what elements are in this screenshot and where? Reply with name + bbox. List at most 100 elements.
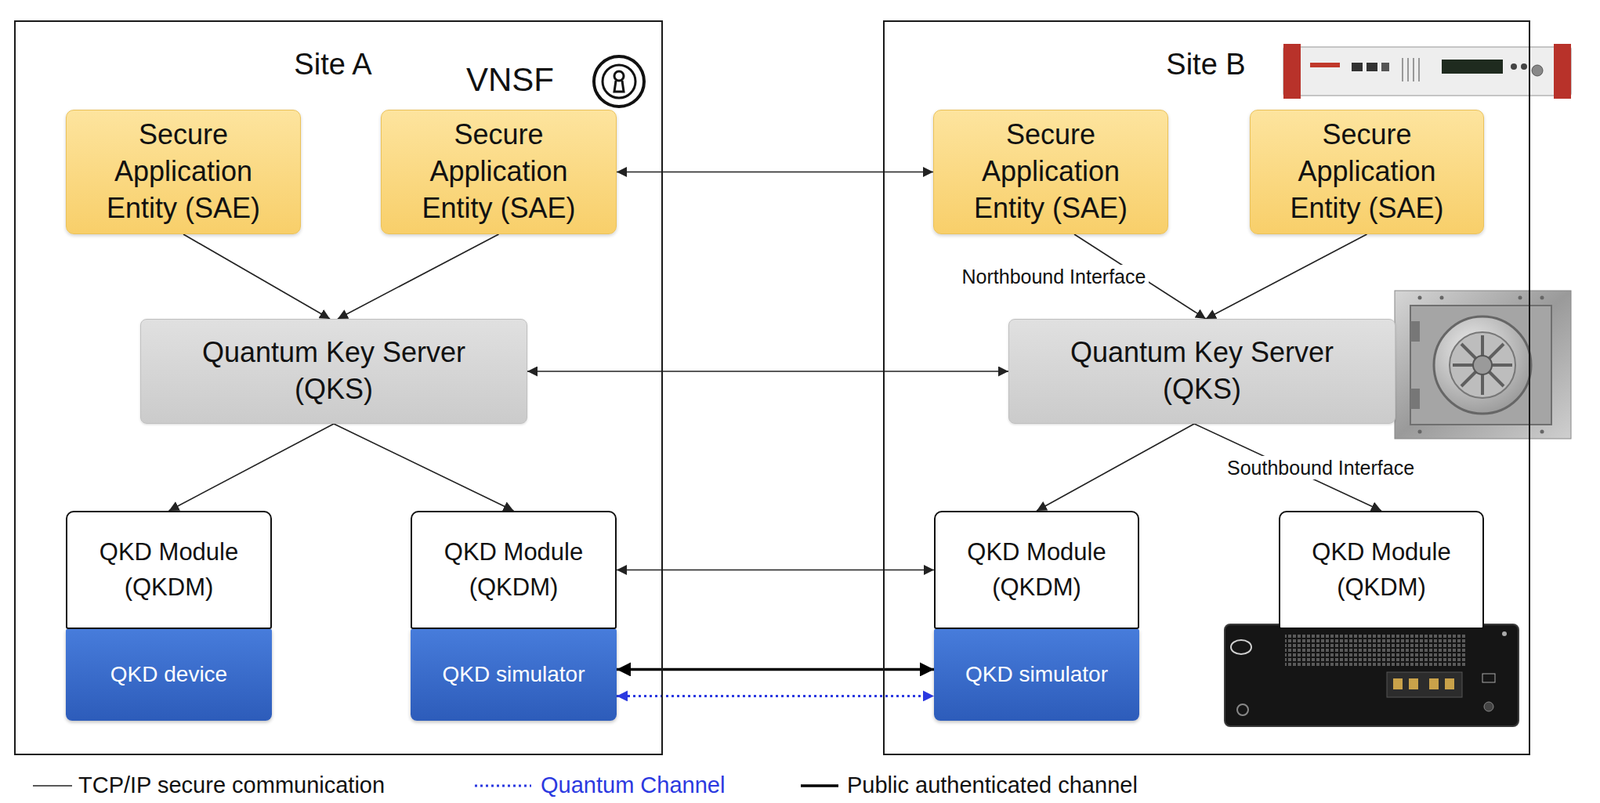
box-label: Secure Application Entity (SAE) [964, 116, 1137, 227]
qkd-hardware-picture-part [1386, 672, 1463, 698]
rack-server-picture-part [1553, 43, 1572, 99]
vault-picture-part [1410, 321, 1420, 342]
rack-server-picture-part [1402, 57, 1420, 82]
module-box: QKD Module (QKDM) [1278, 510, 1485, 630]
box-label: Secure Application Entity (SAE) [1281, 116, 1454, 227]
site-title: Site B [1165, 47, 1246, 84]
rack-server-picture-part [1366, 62, 1378, 72]
vault-picture-part [1452, 335, 1513, 395]
vnsf-keyhole-icon-part [602, 65, 636, 98]
box-label: Quantum Key Server (QKS) [192, 334, 475, 409]
vault-picture-part [1473, 355, 1492, 375]
application-box: Secure Application Entity (SAE) [933, 109, 1169, 235]
vnsf-keyhole-icon-part [593, 56, 645, 107]
vault-picture-part [1433, 316, 1532, 414]
vault-picture-part [1410, 388, 1420, 410]
tcp-connector [616, 569, 934, 572]
site-region: Site B Secure Application Entity (SAE) Sec… [883, 20, 1531, 756]
rack-server-picture-part [1283, 47, 1572, 96]
vault-picture-part [1410, 305, 1552, 425]
rack-server-picture-part [1510, 63, 1517, 70]
legend-text-holder: Public authenticated channel [847, 772, 1138, 799]
device-box: QKD simulator [410, 629, 617, 721]
tcp-connector [527, 370, 1009, 373]
rack-server-picture-part [1351, 62, 1363, 72]
interface-label-holder: Southbound Interface [1223, 456, 1418, 480]
qkd-hardware-picture-part [1224, 624, 1519, 727]
vault-picture-part [1418, 296, 1423, 301]
vnsf-keyhole-icon-part [614, 71, 624, 81]
rack-server-picture-part [1441, 59, 1503, 74]
public-channel-line [616, 668, 934, 672]
tcp-connector [169, 423, 335, 511]
device-box: QKD device [65, 629, 272, 721]
legend-line-sample [800, 784, 839, 788]
key-server-box: Quantum Key Server (QKS) [1008, 318, 1396, 424]
vault-picture-part [1449, 332, 1516, 399]
tcp-connector [1205, 234, 1368, 319]
box-label: QKD simulator [965, 660, 1108, 689]
rack-server-picture-part [1520, 63, 1528, 70]
vnsf-label-holder: VNSF [466, 60, 554, 100]
box-label: Secure Application Entity (SAE) [97, 116, 270, 227]
vault-picture [1394, 290, 1572, 439]
interface-label: Southbound Interface [1223, 456, 1418, 480]
vnsf-label: VNSF [466, 60, 554, 100]
connector-group [169, 172, 1383, 697]
legend-text: TCP/IP secure communication [78, 772, 385, 799]
qkd-hardware-picture-part [1408, 678, 1419, 690]
qkd-hardware-picture-part [1230, 640, 1252, 655]
tcp-connector [337, 234, 500, 319]
tcp-connector [1036, 423, 1195, 511]
tcp-connector [183, 234, 330, 319]
rack-server-picture-part [1381, 62, 1390, 72]
rack-server-picture-part [1310, 62, 1340, 68]
box-label: QKD device [110, 660, 228, 689]
legend-text-holder: Quantum Channel [540, 772, 725, 799]
box-label: QKD simulator [441, 660, 585, 689]
site-title: Site A [293, 47, 372, 84]
interface-label-holder: Northbound Interface [959, 264, 1150, 289]
application-box: Secure Application Entity (SAE) [65, 109, 301, 235]
module-box: QKD Module (QKDM) [65, 510, 272, 630]
legend-text: Public authenticated channel [847, 772, 1138, 799]
box-label: QKD Module (QKDM) [86, 535, 252, 605]
site-region: Site ASecure Application Entity (SAE)Sec… [14, 20, 663, 756]
rack-server-picture [1283, 43, 1572, 99]
qkd-hardware-picture-part [1482, 673, 1496, 683]
qkd-hardware-picture-part [1393, 678, 1403, 690]
vault-picture-part [1540, 296, 1545, 301]
legend-text-holder: TCP/IP secure communication [78, 772, 385, 799]
qkd-hardware-picture-part [1285, 633, 1467, 667]
vault-picture-part [1518, 296, 1523, 301]
application-box: Secure Application Entity (SAE) [380, 109, 617, 235]
application-box: Secure Application Entity (SAE) [1249, 109, 1485, 235]
key-server-box: Quantum Key Server (QKS) [140, 318, 528, 424]
qkd-hardware-picture-part [1237, 704, 1249, 716]
legend-text: Quantum Channel [540, 772, 725, 799]
vnsf-keyhole-icon-part [614, 80, 624, 92]
legend-line-sample [32, 785, 73, 787]
module-box: QKD Module (QKDM) [933, 510, 1140, 630]
tcp-connector [333, 423, 515, 511]
device-box: QKD simulator [933, 629, 1140, 721]
interface-label: Northbound Interface [959, 264, 1150, 289]
qkd-hardware-picture-part [1429, 678, 1439, 690]
box-label: QKD Module (QKDM) [954, 535, 1119, 605]
quantum-channel-line [616, 695, 934, 698]
tcp-connector [616, 171, 934, 174]
vault-picture-part [1440, 296, 1445, 301]
qkd-hardware-picture-part [1502, 631, 1507, 637]
qkd-hardware-picture-part [1484, 702, 1494, 712]
qkd-hardware-picture [1224, 624, 1519, 727]
vault-picture-part [1394, 290, 1572, 439]
rack-server-picture-part [1283, 43, 1301, 99]
box-label: Quantum Key Server (QKS) [1060, 334, 1343, 409]
vault-picture-part [1540, 430, 1545, 435]
box-label: QKD Module (QKDM) [431, 535, 597, 605]
module-box: QKD Module (QKDM) [410, 510, 617, 630]
vnsf-keyhole-icon [593, 56, 645, 107]
legend-line-sample [474, 785, 532, 788]
